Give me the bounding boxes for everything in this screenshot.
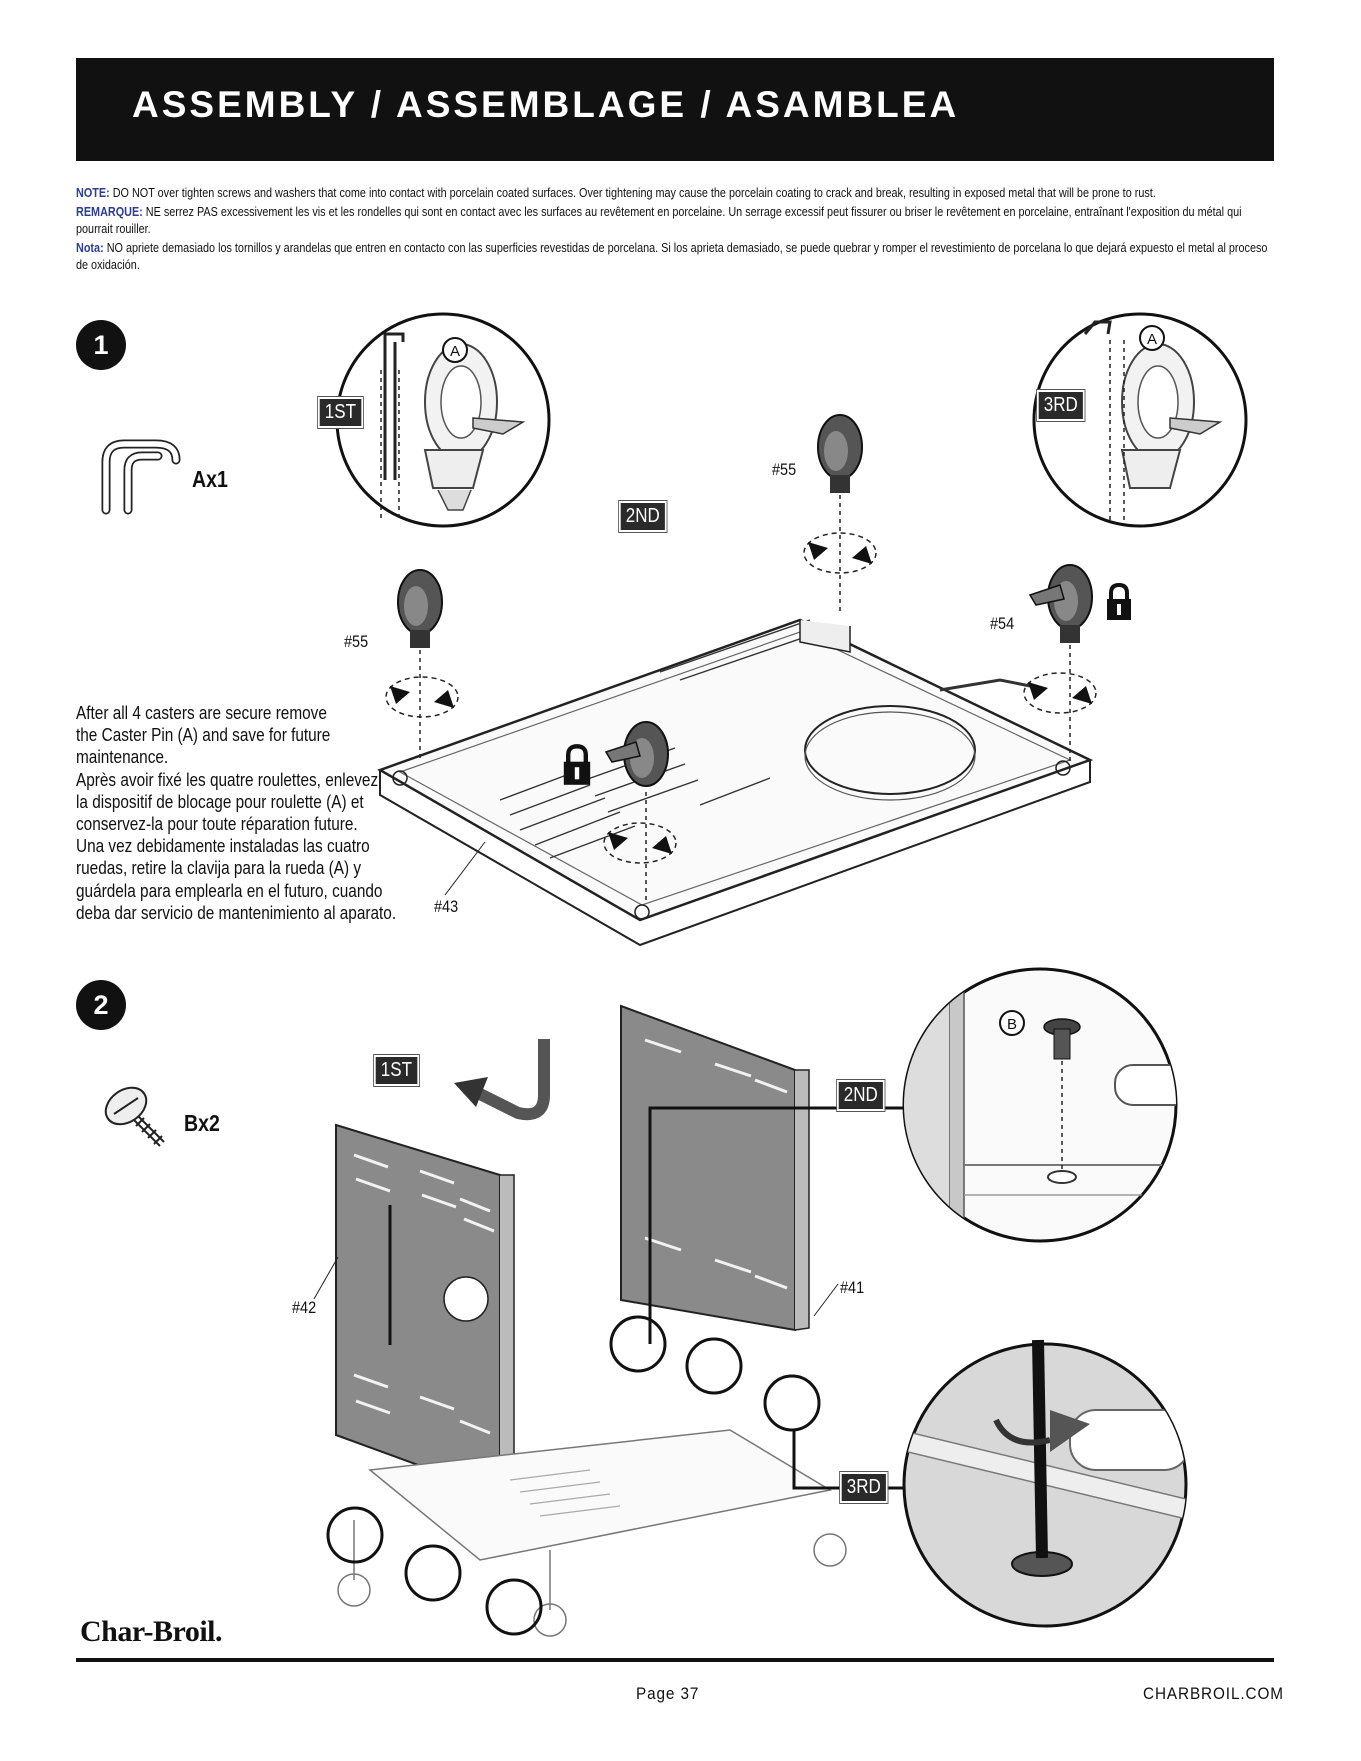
footer-divider [76,1658,1274,1662]
note-en-label: NOTE: [76,186,110,200]
cart-base [337,1429,847,1637]
note-es-label: Nota: [76,240,104,255]
part-count-a: Ax1 [192,466,228,492]
detail-circle-3rd-screwdriver [902,1339,1188,1628]
part-count-b: Bx2 [184,1110,220,1136]
rotate-arrow-icon [385,676,459,718]
caster-note-line: the Caster Pin (A) and save for future [76,724,331,746]
lock-icon [1107,582,1131,620]
note-es: Nota: NO apriete demasiado los tornillos… [76,240,1276,275]
caster-note-line: deba dar servicio de mantenimiento al ap… [76,901,397,923]
leader-line [444,841,486,896]
step2-label-3rd: 3RD [839,1471,889,1504]
callout-b: B [1007,1016,1017,1033]
step2-label-2nd: 2ND [836,1079,886,1112]
note-en-text: DO NOT over tighten screws and washers t… [109,186,1156,200]
step1-label-2nd: 2ND [618,500,668,533]
website-link[interactable]: CHARBROIL.COM [1143,1684,1284,1703]
page-title: ASSEMBLY / ASSEMBLAGE / ASAMBLEA [132,84,960,125]
caster-pin-icon [101,439,181,515]
caster-note-line: Una vez debidamente instaladas las cuatr… [76,835,370,857]
screw-location-circle [609,1315,667,1373]
insert-arrow-icon [454,1039,550,1121]
lock-icon [563,744,591,785]
header-bar: ASSEMBLY / ASSEMBLAGE / ASAMBLEA [76,58,1274,161]
step1-label-3rd: 3RD [1036,389,1086,422]
notes-block: NOTE: DO NOT over tighten screws and was… [76,185,1276,276]
caster-54-locking [1028,564,1093,765]
screw-location-circle [485,1578,543,1636]
part-55-left: #55 [344,632,369,651]
note-es-text: NO apriete demasiado los tornillos y ara… [76,240,1268,273]
step-2-badge: 2 [76,980,126,1030]
grill-base-frame [377,618,1094,947]
part-55-right: #55 [772,460,797,479]
step1-label-1st: 1ST [317,396,364,429]
caster-center-locking [604,721,669,902]
char-broil-logo: Char-Broil. [80,1615,223,1648]
rotate-arrow-icon [1023,672,1097,714]
screw-icon [104,1086,165,1147]
page-number: Page 37 [636,1684,700,1703]
caster-note-line: guárdela para emplearla en el futuro, cu… [76,879,383,901]
back-panel-41 [620,1004,810,1332]
part-42: #42 [292,1298,317,1317]
note-fr-label: REMARQUE: [76,204,143,219]
leader-line [813,1283,839,1317]
note-fr: REMARQUE: NE serrez PAS excessivement le… [76,204,1276,239]
callout-connector [648,1106,903,1490]
detail-circle-3rd: A [1032,312,1248,528]
rotate-arrow-icon [603,822,677,864]
part-43: #43 [434,897,459,916]
callout-a-3rd: A [1147,331,1157,348]
note-fr-text: NE serrez PAS excessivement les vis et l… [76,204,1242,237]
screw-location-circle [326,1506,384,1564]
note-en: NOTE: DO NOT over tighten screws and was… [76,185,1276,203]
screw-location-circle [685,1337,743,1395]
caster-pin-note: After all 4 casters are secure remove th… [76,702,408,924]
detail-circle-2nd: B [902,967,1178,1243]
caster-note-line: After all 4 casters are secure remove [76,702,327,723]
caster-note-line: la dispositif de blocage pour roulette (… [76,790,364,812]
screw-location-circle [404,1544,462,1602]
leader-line [313,1256,339,1300]
caster-55-right [817,414,863,615]
step-1-badge: 1 [76,320,126,370]
part-54: #54 [990,614,1015,633]
part-41: #41 [840,1278,865,1297]
rotate-arrow-icon [803,532,877,574]
caster-note-line: Après avoir fixé les quatre roulettes, e… [76,768,379,790]
screw-location-circle [763,1374,821,1432]
caster-note-line: conservez-la pour toute réparation futur… [76,813,358,835]
callout-a-1st: A [450,343,460,360]
step2-label-1st: 1ST [373,1054,420,1087]
caster-note-line: ruedas, retire la clavija para la rueda … [76,857,362,879]
caster-55-left [397,569,443,760]
caster-note-line: maintenance. [76,746,169,768]
detail-circle-1st: A [335,312,551,528]
